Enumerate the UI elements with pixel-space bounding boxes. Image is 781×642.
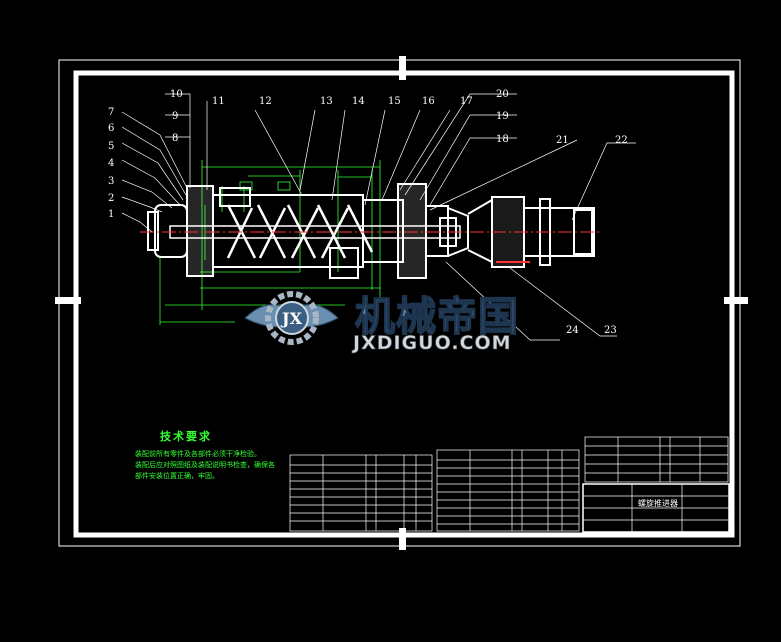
callout-6: 6: [108, 123, 114, 134]
logo-lettering: JX: [280, 309, 303, 328]
assembly-drawing: 7 6 5 4 3 2 1 10 9 8 11 12 13 14 15 16 1…: [108, 89, 636, 341]
wing-gear-logo: JX: [244, 291, 339, 345]
tech-req-line-2: 装配后应对照图纸及装配说明书检查，确保各: [135, 460, 275, 469]
watermark: JX 机械帝国 JXDIGUO.COM: [244, 291, 519, 354]
callout-22: 22: [615, 135, 628, 146]
callout-5: 5: [108, 141, 114, 152]
callout-16: 16: [422, 96, 435, 107]
callout-17: 17: [460, 96, 473, 107]
title-block: 螺旋推进器: [582, 483, 730, 533]
callout-3: 3: [108, 176, 114, 187]
callout-18: 18: [496, 134, 509, 145]
callout-7: 7: [108, 107, 114, 118]
parts-list-left: [289, 454, 433, 532]
parts-list-right: [584, 436, 729, 483]
tech-req-line-1: 装配前所有零件及各部件必须干净检验。: [135, 449, 261, 458]
callout-1: 1: [108, 209, 114, 220]
callout-9: 9: [172, 111, 178, 122]
drawing-name: 螺旋推进器: [638, 498, 678, 508]
centering-marks: [55, 56, 748, 550]
dimension-lines: [159, 160, 381, 325]
leader-lines: [121, 93, 636, 341]
callout-19: 19: [496, 111, 509, 122]
callout-23: 23: [604, 325, 617, 336]
watermark-english: JXDIGUO.COM: [351, 332, 512, 354]
housing: [147, 183, 449, 279]
callout-20: 20: [496, 89, 509, 100]
watermark-chinese: 机械帝国: [355, 294, 519, 340]
callout-numbers: 7 6 5 4 3 2 1 10 9 8 11 12 13 14 15 16 1…: [108, 89, 628, 336]
tech-req-line-3: 部件安装位置正确，牢固。: [135, 471, 219, 480]
callout-12: 12: [259, 96, 272, 107]
callout-15: 15: [388, 96, 401, 107]
callout-11: 11: [212, 96, 225, 107]
callout-4: 4: [108, 158, 114, 169]
callout-24: 24: [566, 325, 579, 336]
callout-2: 2: [108, 193, 114, 204]
callout-10: 10: [170, 89, 183, 100]
callout-13: 13: [320, 96, 333, 107]
technical-requirements: 技术要求 装配前所有零件及各部件必须干净检验。 装配后应对照图纸及装配说明书检查…: [135, 429, 275, 480]
callout-21: 21: [556, 135, 569, 146]
callout-14: 14: [352, 96, 365, 107]
callout-8: 8: [172, 133, 178, 144]
tech-req-title: 技术要求: [160, 429, 212, 443]
parts-list-middle: [436, 449, 580, 532]
